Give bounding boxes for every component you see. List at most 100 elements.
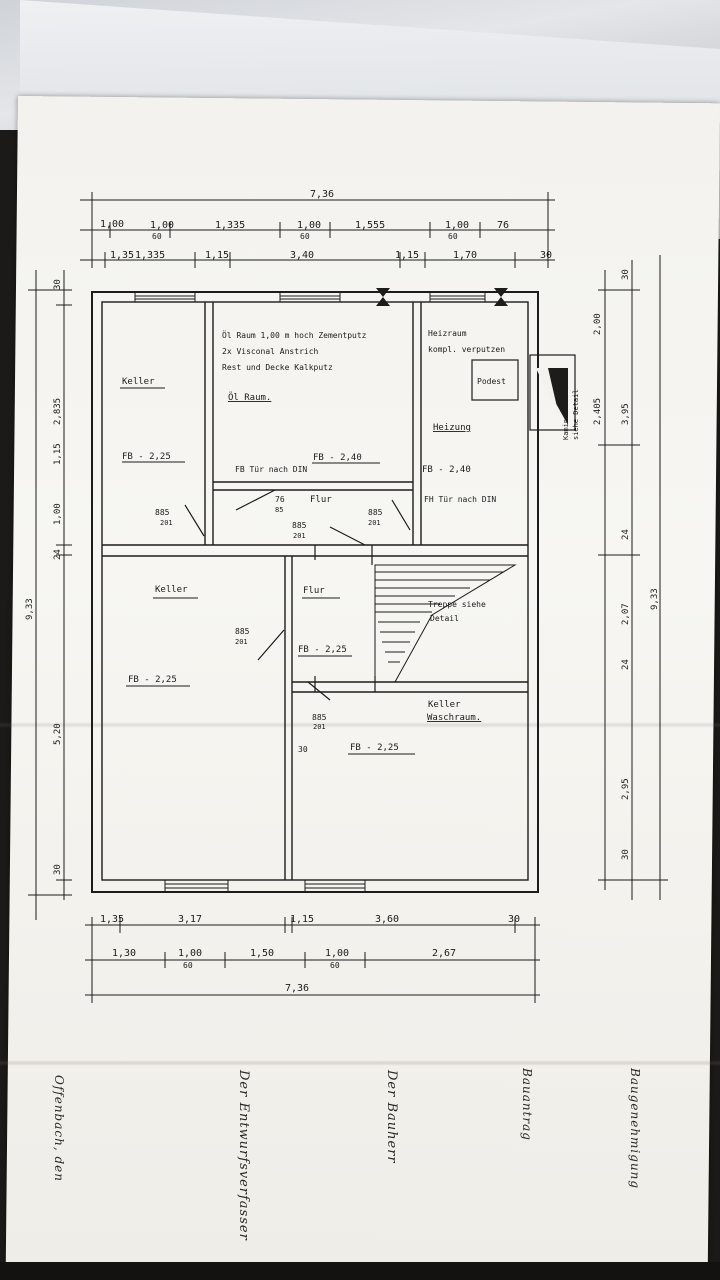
room-labels: Öl Raum 1,00 m hoch Zementputz 2x Viscon…	[122, 329, 580, 754]
dim-label: 2,07	[621, 603, 631, 625]
kamin-label: Kamin	[562, 419, 570, 440]
signature-designer: Der Entwurfsverfasser	[236, 1070, 251, 1241]
dim-label: 3,40	[290, 250, 314, 261]
signature-application: Bauantrag	[520, 1068, 534, 1141]
dark-edge	[0, 1262, 720, 1280]
dim-label: 1,15	[395, 250, 419, 261]
dim-top-overall: 7,36	[310, 189, 334, 200]
dim-bottom-overall: 7,36	[285, 983, 309, 994]
fb-label: FB - 2,25	[350, 743, 399, 753]
dim-label: 76	[497, 220, 509, 231]
podest-label: Podest	[477, 377, 506, 386]
building-walls	[91, 291, 539, 893]
dim-label: 30	[508, 914, 520, 925]
fb-door-label: FB Tür nach DIN	[235, 465, 307, 474]
door-dim: 885	[368, 508, 383, 517]
dim-label: 3,60	[375, 914, 399, 925]
door-dim: 76	[275, 495, 285, 504]
dim-label: 1,555	[355, 220, 385, 231]
waschraum-label: Waschraum.	[427, 713, 481, 723]
left-dimension-chain	[28, 270, 72, 920]
heizung-label: Heizung	[433, 423, 471, 433]
dim-label: 1,00	[445, 220, 469, 231]
dim-label: 24	[621, 659, 631, 670]
chimney	[529, 354, 576, 431]
fh-door-label: FH Tür nach DIN	[424, 495, 496, 504]
dim-label: 2,405	[593, 398, 603, 425]
dim-label: 2,835	[53, 398, 63, 425]
heizraum-label: Heizraum	[428, 329, 467, 338]
door-dim: 885	[235, 627, 250, 636]
dim-label: 60	[183, 961, 193, 970]
dim-label: 1,00	[150, 220, 174, 231]
door-dim: 85	[275, 506, 283, 514]
dim-label: 1,00	[100, 219, 124, 230]
dim-right-outer: 9,33	[650, 588, 660, 610]
label-underlines	[120, 387, 415, 755]
dim-label: 30	[621, 269, 631, 280]
dim-label: 1,00	[325, 948, 349, 959]
dim-label: 30	[53, 279, 63, 290]
top-dimension-chain	[80, 192, 555, 268]
oel-note-3: Rest und Decke Kalkputz	[222, 363, 333, 372]
treppe-detail: Detail	[430, 614, 459, 623]
dim-label: 30	[53, 864, 63, 875]
dim-label: 1,70	[453, 250, 477, 261]
treppe-label: Treppe siehe	[428, 600, 486, 609]
paper-fold	[0, 722, 720, 728]
flur-label: Flur	[310, 495, 332, 505]
dim-label: 1,35	[110, 250, 134, 261]
dim-label: 1,00	[297, 220, 321, 231]
heizraum-note: kompl. verputzen	[428, 345, 505, 354]
dim-label: 24	[621, 529, 631, 540]
dim-left-outer: 9,33	[25, 598, 35, 620]
dim-label: 1,15	[290, 914, 314, 925]
dim-label: 1,335	[135, 250, 165, 261]
top-dimension-labels: 7,36 1,00 1,00 60 1,335 1,00 60 1,555 1,…	[100, 189, 552, 261]
podest-box	[471, 359, 519, 401]
signature-place-date: Offenbach, den	[52, 1075, 66, 1182]
dim-label: 24	[53, 549, 63, 560]
keller-label: Keller	[122, 377, 155, 387]
dim-label: 1,50	[250, 948, 274, 959]
bottom-dimension-labels: 1,35 3,17 1,15 3,60 30 1,30 1,00 60 1,50…	[100, 914, 520, 994]
dim-label: 60	[300, 232, 310, 241]
fb-label: FB - 2,40	[313, 453, 362, 463]
dim-label: 60	[152, 232, 162, 241]
flur-label: Flur	[303, 586, 325, 596]
vent-markers	[376, 288, 508, 306]
dim-label: 3,17	[178, 914, 202, 925]
paper-fold	[0, 1060, 720, 1066]
door-dim: 201	[235, 638, 248, 646]
door-dim: 885	[312, 713, 327, 722]
dim-label: 60	[330, 961, 340, 970]
door-swings	[184, 489, 411, 701]
fb-label: FB - 2,40	[422, 465, 471, 475]
door-dim: 885	[292, 521, 307, 530]
signature-owner: Der Bauherr	[384, 1070, 399, 1164]
dim-label: 3,95	[621, 403, 631, 425]
window-openings	[134, 292, 486, 892]
dim-label: 1,15	[205, 250, 229, 261]
keller-label: Keller	[155, 585, 188, 595]
dim-label: 1,00	[178, 948, 202, 959]
dim-label: 1,15	[53, 443, 63, 465]
keller-label: Keller	[428, 700, 461, 710]
fb-label: FB - 2,25	[122, 452, 171, 462]
left-dimension-labels: 9,33 30 2,835 1,15 1,00 24 5,20 30	[25, 279, 63, 875]
oel-note-1: Öl Raum 1,00 m hoch Zementputz	[222, 330, 367, 340]
fb-label: FB - 2,25	[298, 645, 347, 655]
oel-note-2: 2x Visconal Anstrich	[222, 347, 319, 356]
door-dim: 885	[155, 508, 170, 517]
door-dim: 201	[160, 519, 173, 527]
dim-label: 1,35	[100, 914, 124, 925]
right-dimension-labels: 30 2,00 2,405 3,95 24 2,07 24 2,95 30 9,…	[593, 269, 660, 860]
fb-label: FB - 2,25	[128, 675, 177, 685]
dim-label: 30	[621, 849, 631, 860]
signature-approval: Baugenehmigung	[628, 1068, 642, 1190]
door-dim: 201	[293, 532, 306, 540]
dim-label: 60	[448, 232, 458, 241]
right-dimension-chain	[598, 255, 668, 900]
wall-dim: 30	[298, 745, 308, 754]
